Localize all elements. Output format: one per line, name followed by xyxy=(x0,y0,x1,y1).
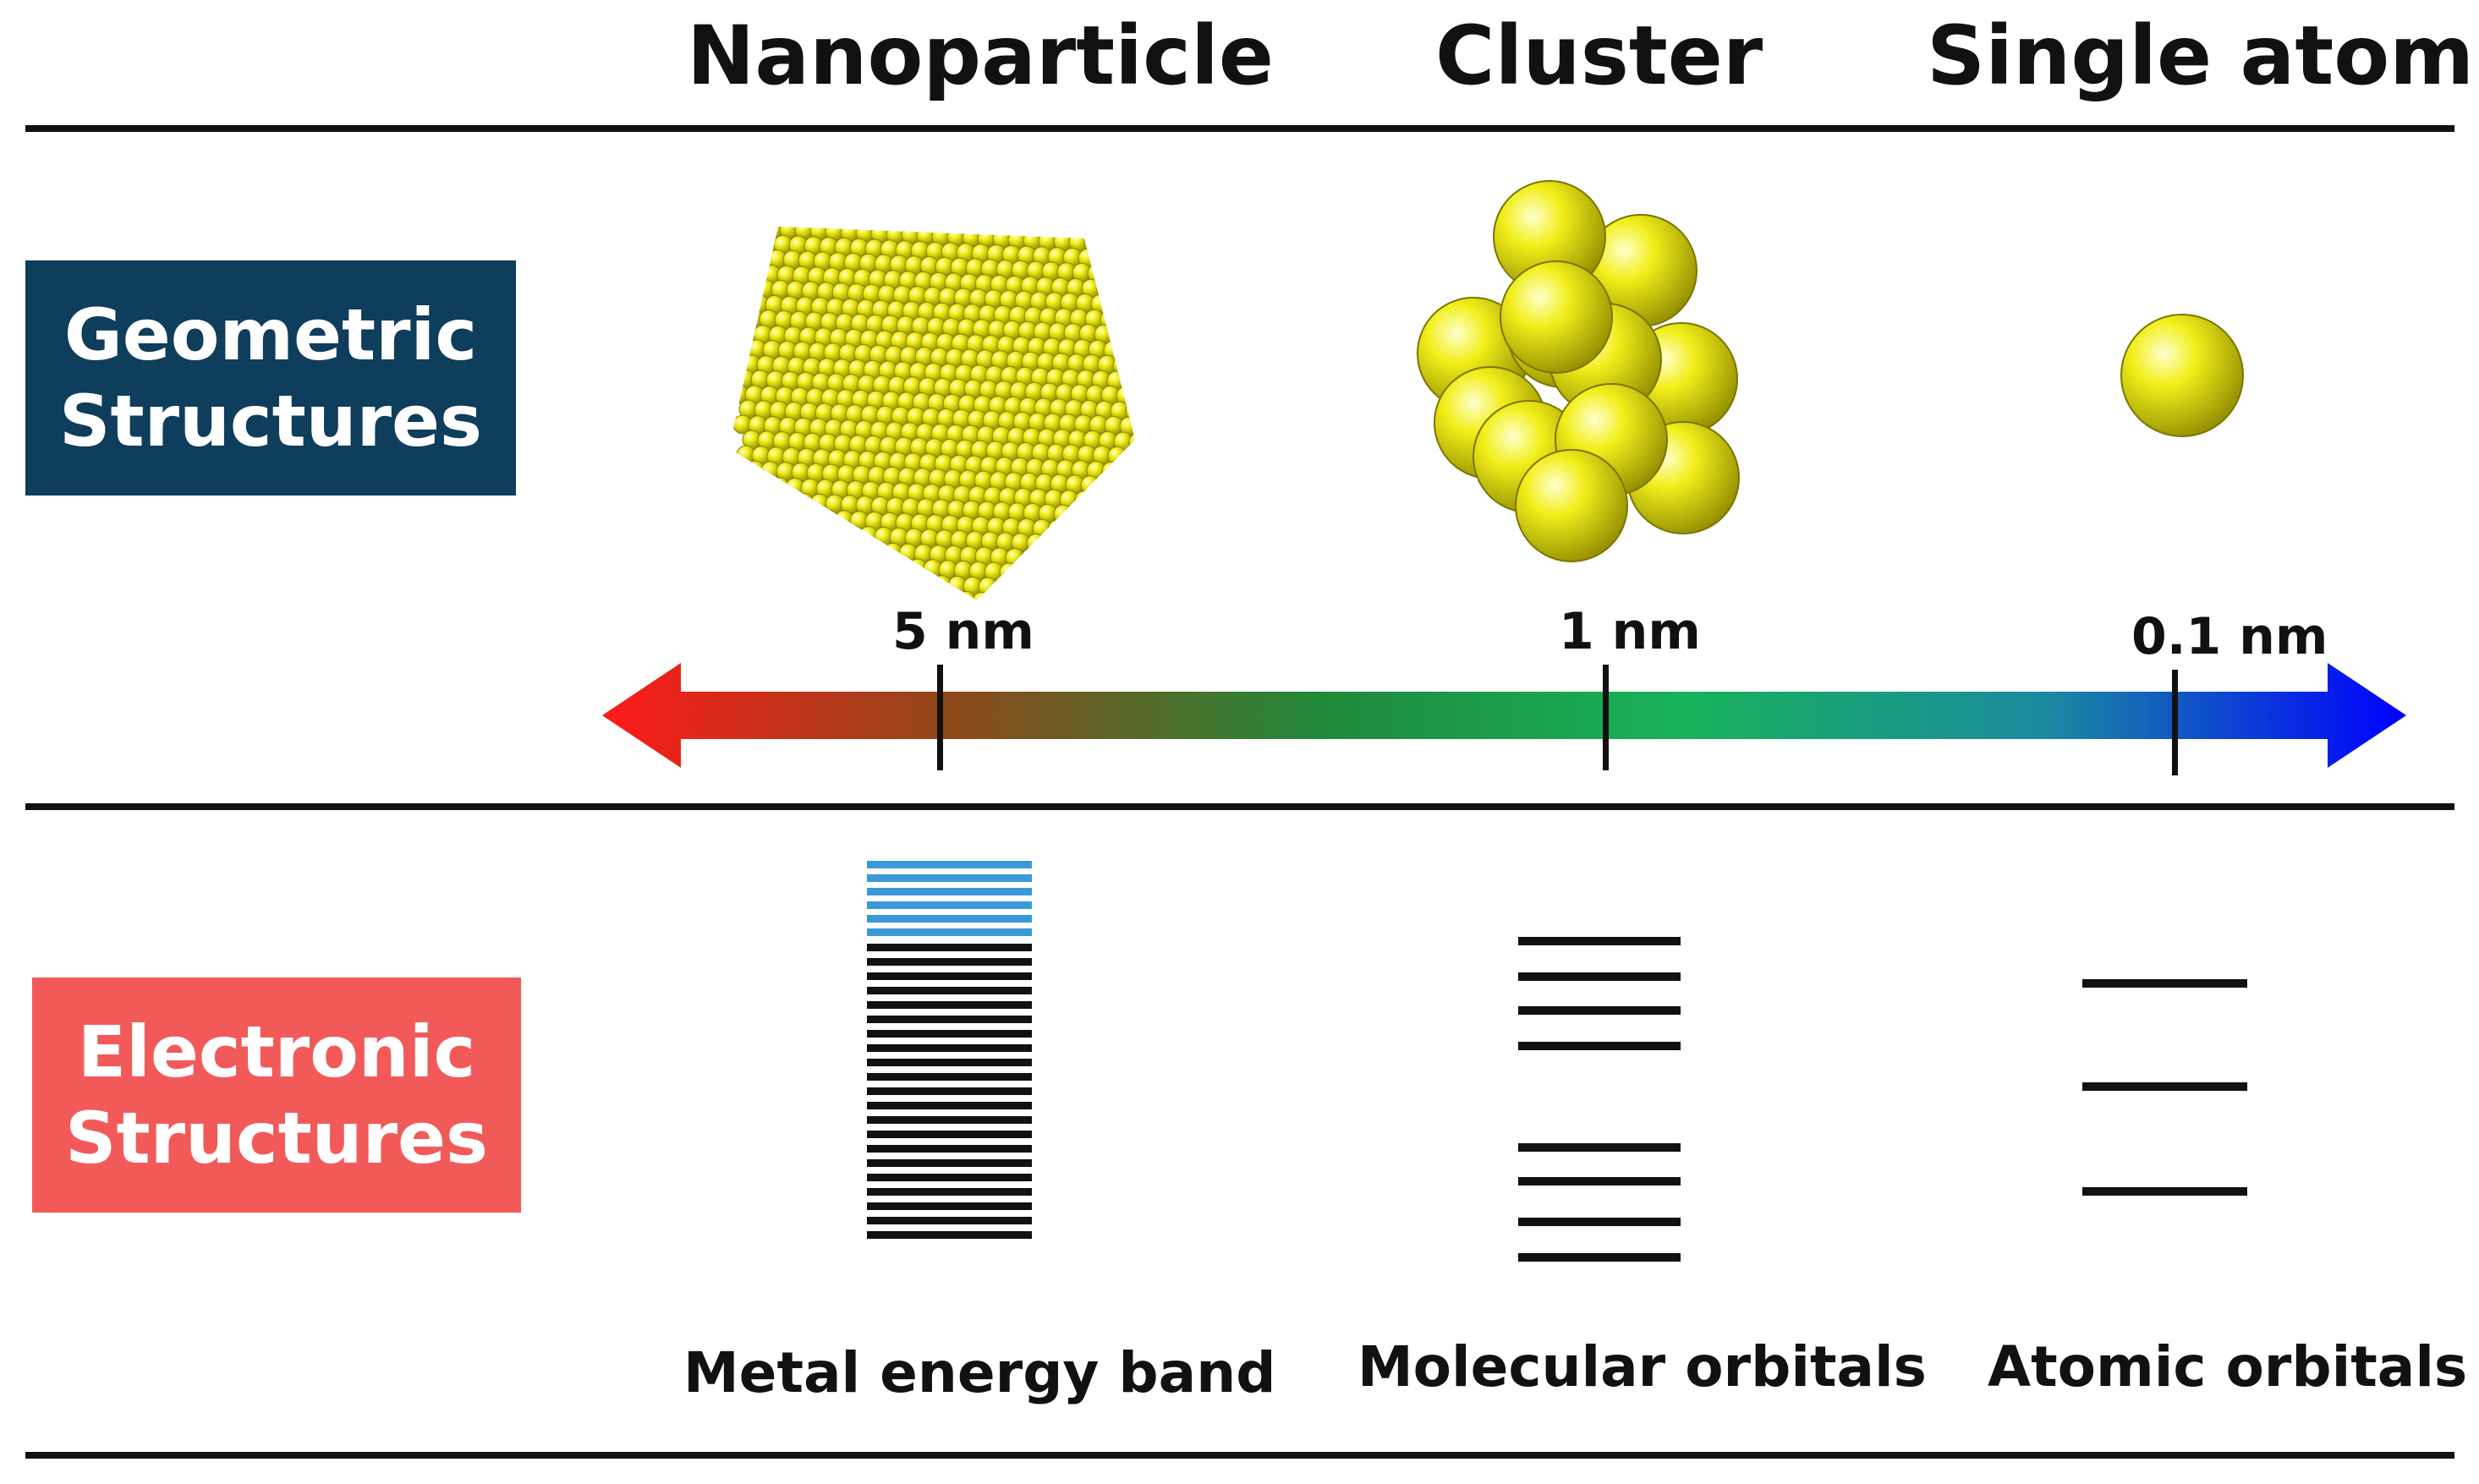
header-cluster: Cluster xyxy=(1435,8,1763,103)
scale-tick-5nm xyxy=(937,665,943,770)
scale-label-5nm: 5 nm xyxy=(892,602,1034,661)
geometric-line2: Structures xyxy=(58,380,483,463)
scale-label-1nm: 1 nm xyxy=(1559,602,1701,661)
caption-molecular-orbitals: Molecular orbitals xyxy=(1357,1334,1927,1399)
size-scale-arrow xyxy=(602,663,2406,775)
caption-metal-energy-band: Metal energy band xyxy=(683,1340,1276,1405)
electronic-line2: Structures xyxy=(64,1097,489,1180)
geometric-line1: Geometric xyxy=(63,293,478,376)
scale-label-0-1nm: 0.1 nm xyxy=(2131,607,2328,666)
header-single-atom: Single atom xyxy=(1927,8,2475,103)
caption-atomic-orbitals: Atomic orbitals xyxy=(1988,1334,2468,1399)
bottom-rule xyxy=(25,1452,2454,1459)
metal-energy-band xyxy=(867,861,1032,1239)
header-nanoparticle: Nanoparticle xyxy=(687,8,1274,103)
electronic-line1: Electronic xyxy=(77,1010,476,1093)
cluster-icon xyxy=(1417,180,1740,562)
scale-tick-1nm xyxy=(1603,665,1609,770)
geometric-structures-label: Geometric Structures xyxy=(25,260,516,496)
top-rule xyxy=(25,125,2454,132)
scale-tick-0-1nm xyxy=(2172,670,2178,775)
electronic-structures-label: Electronic Structures xyxy=(32,977,521,1213)
single-atom-icon xyxy=(2120,314,2244,437)
scale-arrow-shape xyxy=(602,663,2406,768)
nanoparticle-icon xyxy=(729,227,1135,600)
molecular-orbitals-diagram xyxy=(1518,937,1681,1262)
middle-rule xyxy=(25,803,2454,810)
atomic-orbitals-diagram xyxy=(2082,979,2247,1196)
